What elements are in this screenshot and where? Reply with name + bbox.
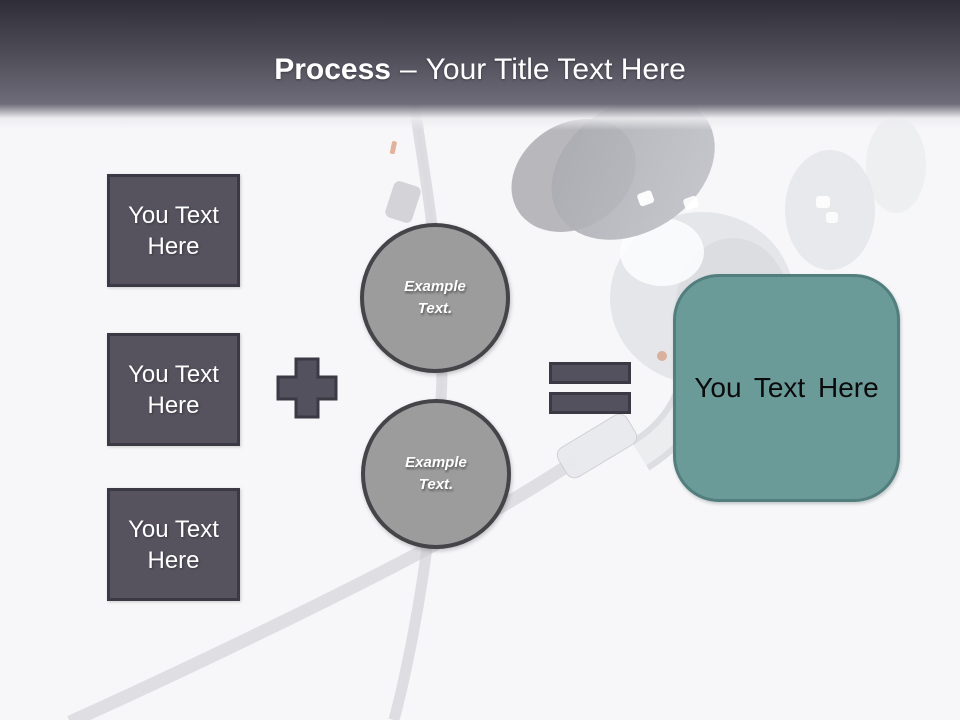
title-bar-fade [0,104,960,130]
slide-title-rest: Your Title Text Here [425,53,686,86]
equals-bar-top [549,362,631,384]
process-input-box-2-label: You Text Here [128,360,219,419]
title-bar [0,0,960,104]
equals-bar-bottom [549,392,631,414]
equals-icon [549,362,631,414]
process-input-box-2: You Text Here [107,333,240,446]
process-input-box-3: You Text Here [107,488,240,601]
slide-title-emphasis: Process [274,53,391,86]
plus-icon [276,357,338,419]
process-input-box-3-label: You Text Here [128,515,219,574]
result-box-label: You Text Here [694,372,879,403]
example-circle-1-label: Example Text. [404,278,466,317]
slide-title: Process–Your Title Text Here [0,52,960,88]
process-input-box-1-label: You Text Here [128,201,219,260]
process-input-box-1: You Text Here [107,174,240,287]
slide-title-dash: – [399,53,417,86]
example-circle-2: Example Text. [361,399,511,549]
example-circle-2-label: Example Text. [405,454,467,493]
example-circle-1: Example Text. [360,223,510,373]
result-box: You Text Here [673,274,900,502]
